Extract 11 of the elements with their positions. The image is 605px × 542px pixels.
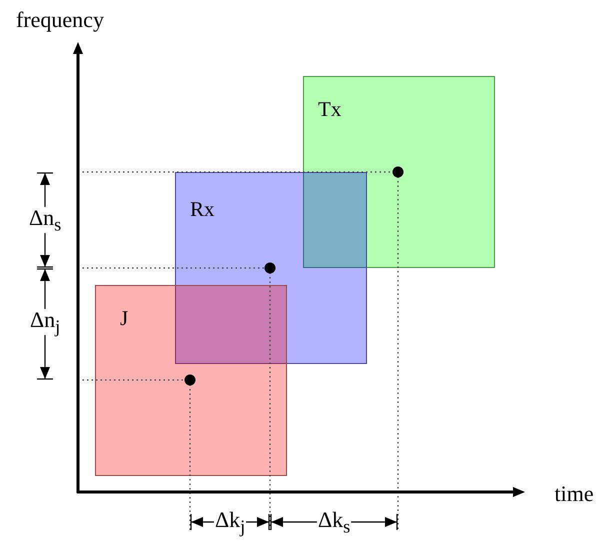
dimension-label: Δk$_{s}$ (317, 508, 352, 536)
region-rectangle (95, 285, 287, 476)
region-label: J (120, 308, 128, 329)
dimension-label: Δn$_{j}$ (29, 308, 62, 336)
axis-label: frequency (15, 9, 105, 31)
dimension-label: Δn$_{s}$ (28, 206, 62, 234)
region-label: Tx (318, 99, 342, 120)
region-rectangle (175, 172, 367, 364)
region-rectangle (303, 76, 495, 268)
region-label: Rx (190, 199, 215, 220)
dimension-label: Δk$_{j}$ (214, 508, 246, 536)
